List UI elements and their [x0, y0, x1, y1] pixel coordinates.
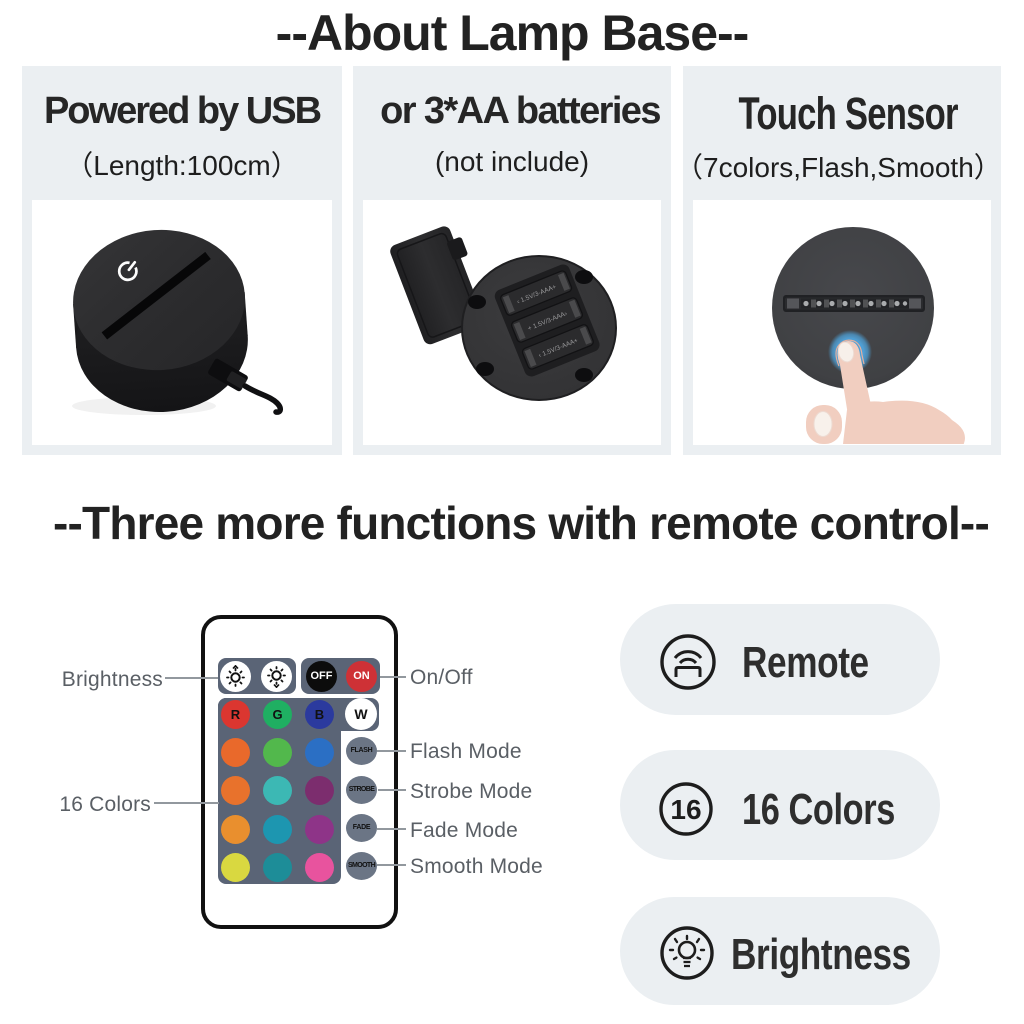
svg-text:16: 16 [670, 794, 701, 825]
